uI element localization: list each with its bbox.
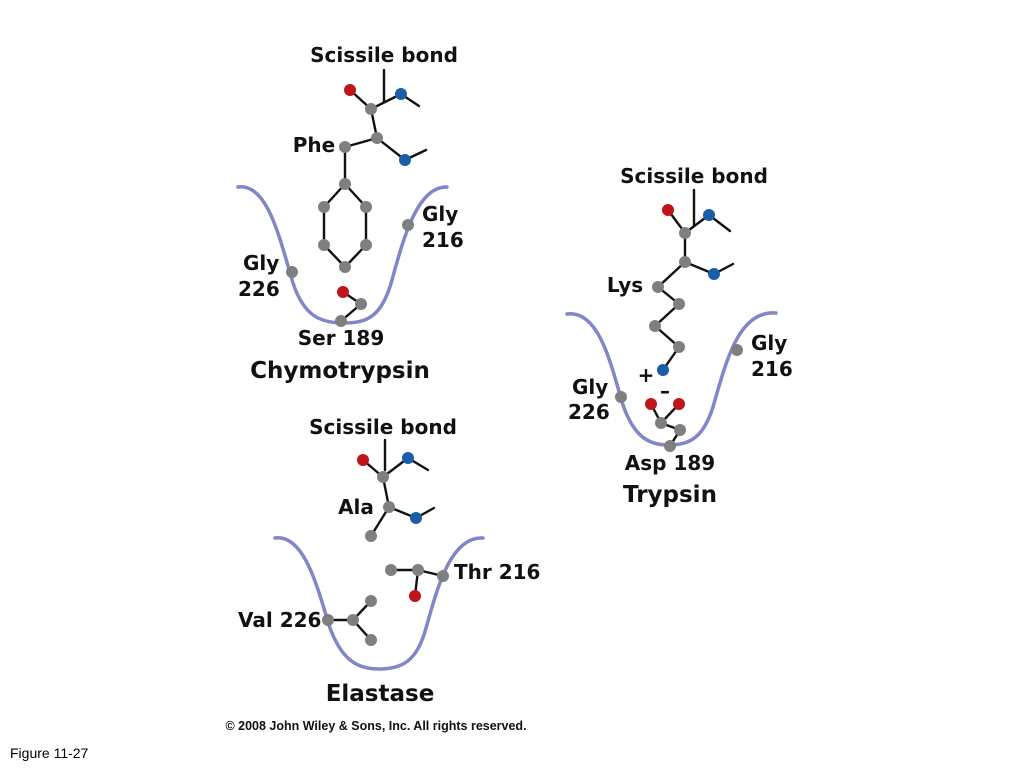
atom-nitrogen xyxy=(402,452,414,464)
trypsin-gly226-number: 226 xyxy=(568,400,610,424)
atom-oxygen xyxy=(673,398,685,410)
elastase-panel: Scissile bond Ala Thr 216 Val 226 Elasta… xyxy=(238,415,540,707)
atom-nitrogen xyxy=(399,154,411,166)
trypsin-residue-label: Lys xyxy=(607,273,643,297)
chymotrypsin-panel: Scissile bond Phe Gly 216 Gly 226 Ser 18… xyxy=(236,43,464,384)
atom-oxygen xyxy=(409,590,421,602)
atom-nitrogen xyxy=(708,268,720,280)
atom-carbon xyxy=(655,417,667,429)
atom-oxygen xyxy=(645,398,657,410)
trypsin-gly216-number: 216 xyxy=(751,357,793,381)
elastase-bonds xyxy=(326,438,445,642)
trypsin-title: Trypsin xyxy=(623,482,717,508)
atom-carbon xyxy=(347,614,359,626)
atom-carbon xyxy=(360,201,372,213)
figure-label: Figure 11-27 xyxy=(10,745,89,761)
atom-carbon xyxy=(365,103,377,115)
atom-carbon xyxy=(652,281,664,293)
atom-carbon xyxy=(365,634,377,646)
elastase-thr216-label: Thr 216 xyxy=(454,560,540,584)
chymotrypsin-residue-label: Phe xyxy=(293,133,335,157)
atom-carbon xyxy=(673,341,685,353)
chymotrypsin-gly226-label: Gly xyxy=(243,251,279,275)
atom-carbon xyxy=(339,178,351,190)
trypsin-scissile-label: Scissile bond xyxy=(620,164,768,188)
atom-carbon xyxy=(365,595,377,607)
atom-carbon-gly216 xyxy=(402,219,414,231)
trypsin-positive-charge: + xyxy=(638,363,655,387)
trypsin-gly226-label: Gly xyxy=(572,375,608,399)
atom-nitrogen xyxy=(410,512,422,524)
copyright-notice: © 2008 John Wiley & Sons, Inc. All right… xyxy=(225,719,526,733)
atom-carbon xyxy=(318,239,330,251)
atom-carbon xyxy=(371,132,383,144)
chymotrypsin-gly216-label: Gly xyxy=(422,202,458,226)
atom-nitrogen xyxy=(703,209,715,221)
atom-carbon xyxy=(383,501,395,513)
chymotrypsin-atoms xyxy=(286,84,414,327)
elastase-scissile-label: Scissile bond xyxy=(309,415,457,439)
trypsin-atoms xyxy=(615,204,743,452)
chymotrypsin-gly226-number: 226 xyxy=(238,277,280,301)
atom-oxygen xyxy=(662,204,674,216)
elastase-residue-label: Ala xyxy=(338,495,374,519)
atom-nitrogen xyxy=(657,364,669,376)
trypsin-bonds xyxy=(649,188,735,448)
trypsin-gly216-label: Gly xyxy=(751,331,787,355)
elastase-pocket-outline xyxy=(273,536,485,671)
trypsin-negative-charge: – xyxy=(660,379,670,403)
atom-carbon-gly226 xyxy=(286,266,298,278)
atom-carbon xyxy=(355,298,367,310)
elastase-val226-label: Val 226 xyxy=(238,608,321,632)
atom-carbon xyxy=(365,530,377,542)
atom-carbon xyxy=(339,261,351,273)
atom-carbon xyxy=(339,141,351,153)
atom-carbon-thr216 xyxy=(437,570,449,582)
atom-carbon-val226 xyxy=(322,614,334,626)
atom-oxygen xyxy=(337,286,349,298)
atom-carbon-gly216 xyxy=(731,344,743,356)
atom-carbon xyxy=(673,298,685,310)
trypsin-asp189-label: Asp 189 xyxy=(625,451,715,475)
chymotrypsin-ser189-label: Ser 189 xyxy=(298,326,385,350)
elastase-title: Elastase xyxy=(326,681,435,707)
atom-carbon-gly226 xyxy=(615,391,627,403)
atom-carbon xyxy=(385,564,397,576)
chymotrypsin-title: Chymotrypsin xyxy=(250,358,430,384)
chymotrypsin-scissile-label: Scissile bond xyxy=(310,43,458,67)
atom-carbon xyxy=(679,256,691,268)
atom-nitrogen xyxy=(395,88,407,100)
atom-oxygen xyxy=(357,454,369,466)
atom-carbon xyxy=(664,440,676,452)
atom-carbon xyxy=(360,239,372,251)
atom-carbon xyxy=(649,320,661,332)
atom-carbon xyxy=(412,564,424,576)
atom-oxygen xyxy=(344,84,356,96)
atom-carbon xyxy=(377,471,389,483)
trypsin-panel: Scissile bond Lys + – Gly 216 Gly 226 As… xyxy=(565,164,793,508)
elastase-atoms xyxy=(322,452,449,646)
atom-carbon xyxy=(679,227,691,239)
atom-carbon xyxy=(674,424,686,436)
atom-carbon xyxy=(318,201,330,213)
chymotrypsin-gly216-number: 216 xyxy=(422,228,464,252)
atom-carbon xyxy=(335,315,347,327)
